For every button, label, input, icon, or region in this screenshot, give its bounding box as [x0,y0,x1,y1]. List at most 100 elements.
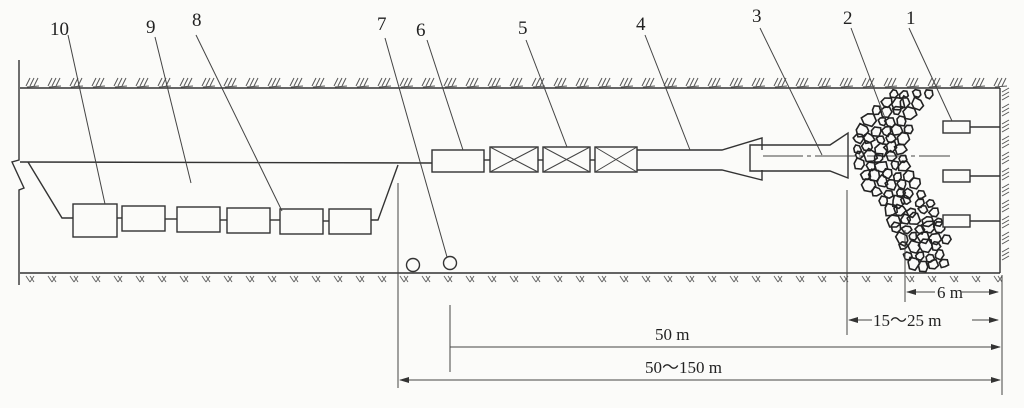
rock-hatching [25,77,1010,283]
hatch-mark [1001,87,1010,101]
hatch-mark [47,275,57,283]
rock [897,160,912,172]
hatch-mark [531,275,541,283]
hatch-mark [597,77,612,88]
hatch-mark [553,77,568,88]
silencers-5 [489,146,638,173]
hatch-mark [993,275,1003,283]
hatch-mark [443,275,453,283]
hatch-mark [729,275,739,283]
hatch-mark [1001,151,1010,165]
hatch-mark [817,77,832,88]
rock [896,178,907,191]
dim-50-150m: 50～150 m [645,358,722,377]
rock [910,96,925,112]
rock [879,105,893,119]
rock [911,88,922,99]
rock [916,189,927,200]
rock [896,115,907,127]
label-7: 7 [377,14,387,35]
hatch-mark [487,275,497,283]
rock [862,147,879,163]
hatch-mark [883,77,898,88]
hatch-mark [223,275,233,283]
hatch-mark [267,77,282,88]
cross-mark [594,146,638,173]
rock [938,258,950,269]
rock [906,211,922,226]
rock [915,230,931,245]
pipe-circle [405,257,421,273]
duct-4 [637,137,763,181]
rock [908,231,918,242]
hatch-mark [861,77,876,88]
rock [927,258,940,270]
ventilation-line [431,131,950,181]
hatch-mark [641,77,656,88]
hatch-mark [883,275,893,283]
hatch-mark [443,77,458,88]
rock [914,198,926,209]
label-1: 1 [906,8,916,29]
hatch-mark [795,275,805,283]
hatch-mark [157,275,167,283]
hatch-mark [751,275,761,283]
hatch-mark [1001,183,1010,197]
rock [920,220,936,234]
rock [908,176,922,190]
dim-15-25m: 15～25 m [873,311,941,330]
rock [917,238,934,254]
rock [898,154,908,164]
rock [932,217,944,228]
pipe-circle-7 [442,255,458,271]
hatch-mark [949,77,964,88]
rock [900,225,913,235]
rock [854,150,865,160]
hatch-mark [685,77,700,88]
rock [860,178,877,193]
rock [899,193,912,206]
hatch-mark [817,275,827,283]
hatch-mark [47,77,62,88]
rock [881,167,893,180]
hatch-mark [399,275,409,283]
hatch-mark [993,77,1008,88]
hatch-mark [289,77,304,88]
hatch-mark [707,77,722,88]
rock [903,124,914,135]
rock [852,132,865,145]
rock [907,256,921,272]
hatch-mark [575,77,590,88]
hatch-mark [509,77,524,88]
rock [893,203,908,217]
hatch-mark [465,77,480,88]
hatch-mark [773,77,788,88]
muck-pile-2 [852,88,953,273]
rock [852,144,863,155]
hatch-mark [245,77,260,88]
rock [885,214,902,228]
hatch-mark [69,275,79,283]
fan-6 [431,149,485,173]
rock [880,125,892,138]
hatch-mark [861,275,871,283]
hatch-mark [399,77,414,88]
hatch-mark [707,275,717,283]
rock [871,104,882,116]
hatch-mark [135,275,145,283]
rock [914,251,925,261]
hatch-mark [267,275,277,283]
hatch-mark [905,275,915,283]
hatch-mark [575,275,585,283]
hatch-mark [1001,167,1010,181]
rock [890,159,900,171]
hatch-mark [157,77,172,88]
break-line [11,60,25,285]
rock [860,112,878,128]
hatch-mark [91,77,106,88]
cross-mark [542,146,591,173]
hatch-mark [223,77,238,88]
hatch-mark [25,77,40,88]
rock [891,105,902,116]
hatch-mark [465,275,475,283]
